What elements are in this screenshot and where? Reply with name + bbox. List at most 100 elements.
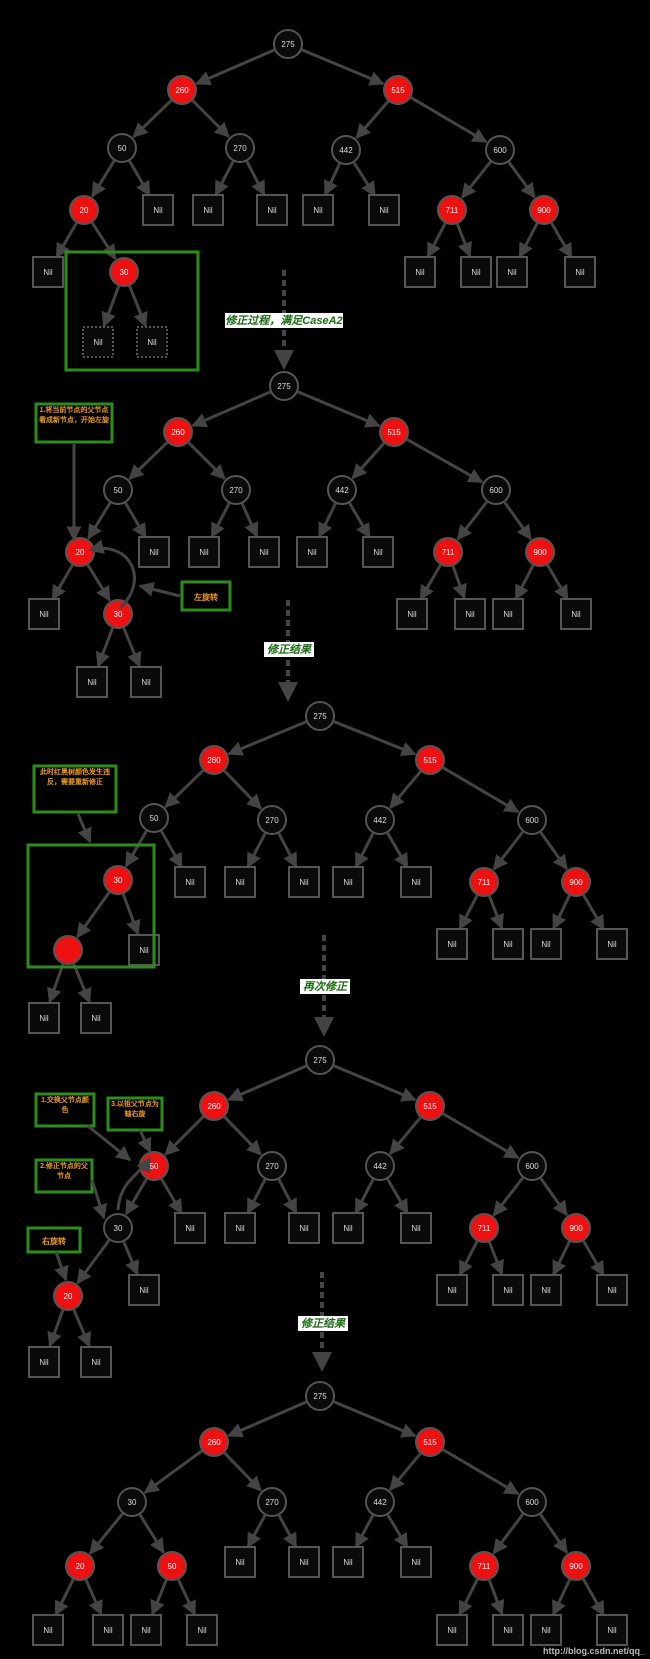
tree-node-nil: Nil xyxy=(288,1546,320,1578)
tree-node-nil: Nil xyxy=(564,256,596,288)
tree-node-442: 442 xyxy=(365,1151,395,1181)
tree-node-nil: Nil xyxy=(596,1614,628,1646)
tree-node-515: 515 xyxy=(415,1427,445,1457)
tree-edge xyxy=(323,162,342,196)
tree-edge xyxy=(389,1116,422,1155)
transition-4: 修正结果 xyxy=(298,1272,348,1372)
tree-node-711: 711 xyxy=(469,1213,499,1243)
tree-node-442: 442 xyxy=(331,135,361,165)
tree-edge xyxy=(150,1579,168,1616)
tree-node-nil: Nil xyxy=(362,536,394,568)
node-label: 30 xyxy=(114,610,123,619)
tree-edge xyxy=(355,100,390,140)
tree-node-nil: Nil xyxy=(492,598,524,630)
tree-edge xyxy=(492,1176,525,1217)
node-label: Nil xyxy=(235,1558,245,1567)
tree-node-270: 270 xyxy=(257,1151,287,1181)
tree-node-nil: Nil xyxy=(130,666,162,698)
note-d3-text: 3.以祖父节点为轴右旋 xyxy=(111,1101,159,1118)
tree-edge xyxy=(128,160,151,197)
tree-edge xyxy=(301,48,385,86)
tree-edge xyxy=(138,1513,165,1554)
tree-edge xyxy=(442,1448,520,1496)
node-label: 50 xyxy=(114,486,123,495)
node-label: Nil xyxy=(203,206,213,215)
tree-node-20: 20 xyxy=(65,537,95,567)
tree-edge xyxy=(389,770,422,809)
note-d2: 2.修正节点的父节点 xyxy=(34,1156,152,1220)
tree-node-260: 260 xyxy=(199,1091,229,1121)
note-d4: 右旋转 xyxy=(26,1226,82,1282)
tree-edge xyxy=(246,1178,267,1215)
tree-node-nil: Nil xyxy=(76,666,108,698)
node-label: Nil xyxy=(91,1358,101,1367)
node-label: 442 xyxy=(339,146,353,155)
node-label: Nil xyxy=(267,206,277,215)
node-label: Nil xyxy=(185,878,195,887)
tree-node-nil: Nil xyxy=(436,1614,468,1646)
tree-edge xyxy=(507,161,536,199)
node-label: 30 xyxy=(114,1224,123,1233)
tree-node-nil: Nil xyxy=(80,1002,112,1034)
note-d1-text: 1.交换父节点颜色 xyxy=(41,1097,89,1114)
tree-edge xyxy=(277,1178,298,1215)
tree-node-442: 442 xyxy=(365,1487,395,1517)
node-label: 900 xyxy=(537,206,551,215)
tree-edge xyxy=(333,1064,417,1102)
node-label: Nil xyxy=(141,678,151,687)
node-label: Nil xyxy=(307,548,317,557)
node-label: 515 xyxy=(387,428,401,437)
node-label: Nil xyxy=(415,268,425,277)
tree-node-20: 20 xyxy=(69,195,99,225)
note-d1: 1.交换父节点颜色 xyxy=(34,1092,132,1162)
tree-edge xyxy=(124,502,147,539)
tree-edge xyxy=(488,895,504,930)
highlight-box-2 xyxy=(26,843,156,969)
note-d4-text: 右旋转 xyxy=(41,1236,66,1246)
tree-node-30: 30 xyxy=(103,599,133,629)
tree-edge xyxy=(518,222,539,259)
tree-node-50: 50 xyxy=(103,475,133,505)
tree-node-260: 260 xyxy=(163,417,193,447)
tree-edge xyxy=(460,160,492,199)
tree-edge xyxy=(214,160,235,197)
tree-edge xyxy=(195,48,275,86)
tree-edge xyxy=(191,99,230,138)
tree-edge xyxy=(546,564,569,601)
tree-node-50: 50 xyxy=(139,803,169,833)
node-label: Nil xyxy=(87,678,97,687)
tree-node-20: 20 xyxy=(65,1551,95,1581)
tree-node-nil: Nil xyxy=(80,1346,112,1378)
tree-node-nil: Nil xyxy=(396,598,428,630)
node-label: Nil xyxy=(503,610,513,619)
node-label: 275 xyxy=(313,712,327,721)
tree-edge xyxy=(426,222,447,259)
node-label: 20 xyxy=(76,548,85,557)
tree-edge xyxy=(210,502,231,539)
tree-edge xyxy=(451,565,467,600)
tree-node-711: 711 xyxy=(433,537,463,567)
tree-node-nil: Nil xyxy=(496,256,528,288)
tree-node-nil: Nil xyxy=(138,536,170,568)
tree-edge xyxy=(128,441,169,480)
tree-edge xyxy=(128,285,148,328)
tree-edge xyxy=(492,830,525,871)
node-label: 50 xyxy=(150,814,159,823)
node-label: 20 xyxy=(76,1562,85,1571)
transition-label-1: 修正过程，满足CaseA2 xyxy=(225,314,342,327)
tree-edge xyxy=(95,627,115,668)
tree-node-275: 275 xyxy=(269,371,299,401)
node-label: 900 xyxy=(569,1562,583,1571)
tree-edge xyxy=(406,438,484,484)
node-label: Nil xyxy=(507,268,517,277)
tree-edge xyxy=(47,1309,65,1348)
transition-3: 再次修正 xyxy=(300,935,350,1037)
node-label: Nil xyxy=(379,206,389,215)
node-label: 442 xyxy=(373,1162,387,1171)
note-b: 左旋转 xyxy=(88,539,232,612)
tree-edge xyxy=(72,963,92,1004)
tree-edge xyxy=(552,1240,571,1277)
node-label: 515 xyxy=(423,756,437,765)
node-label: 900 xyxy=(533,548,547,557)
node-label: Nil xyxy=(91,1014,101,1023)
